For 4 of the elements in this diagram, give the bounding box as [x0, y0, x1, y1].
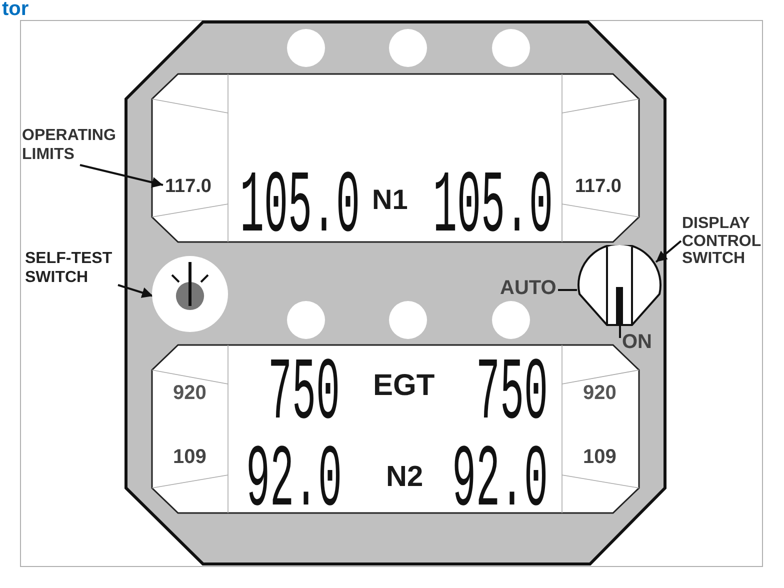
callout-label: SELF-TEST SWITCH [25, 249, 117, 288]
heading: tor [2, 0, 29, 19]
callout-label: OPERATING LIMITS [22, 126, 124, 164]
callout-label: DISPLAY CONTROL SWITCH [682, 215, 766, 268]
